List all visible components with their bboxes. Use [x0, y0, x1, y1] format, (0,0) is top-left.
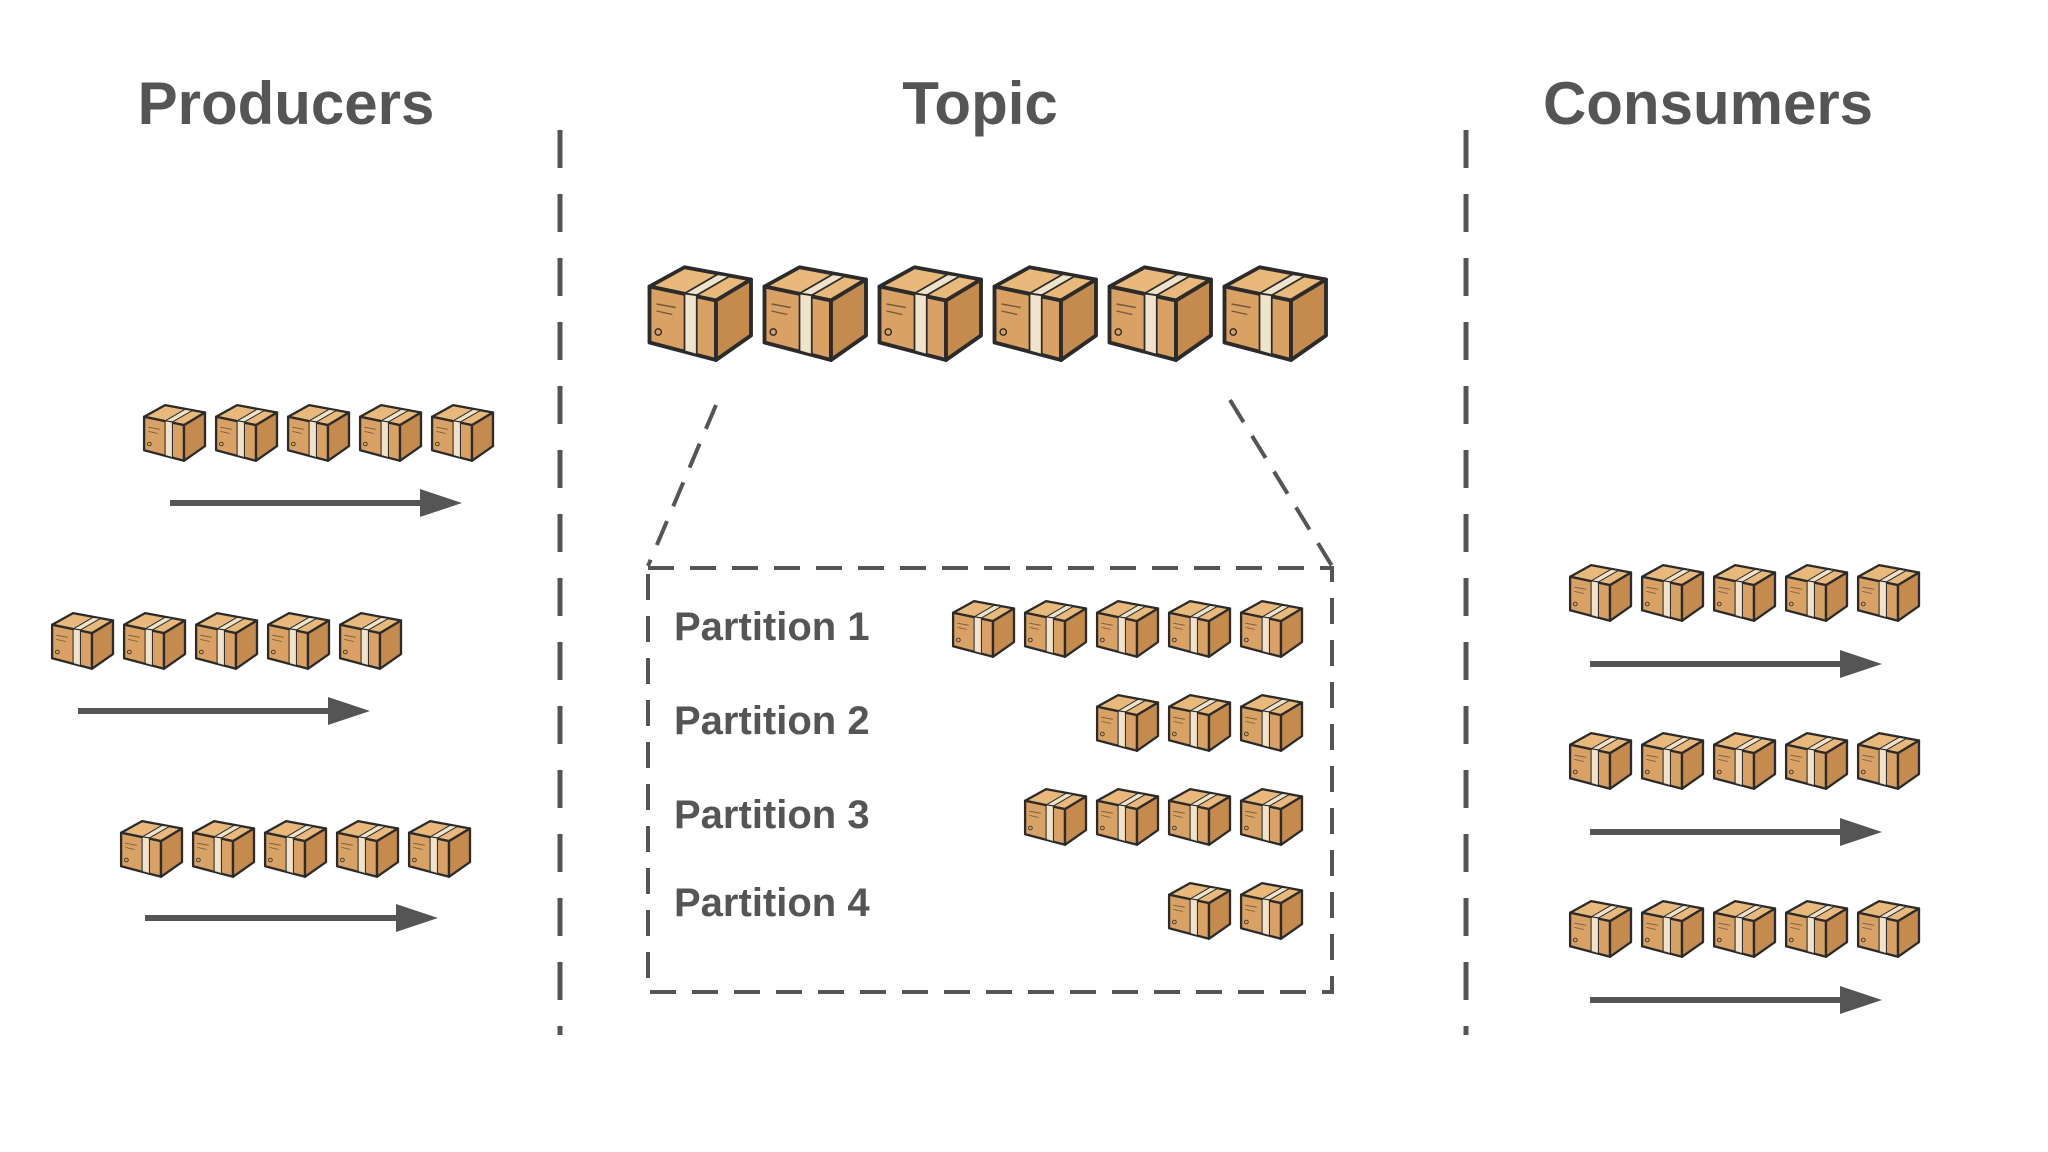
package-box-icon	[1167, 693, 1232, 752]
zoom-line-left	[646, 404, 718, 567]
producer-1-arrow-icon	[170, 489, 462, 517]
package-box-icon	[214, 403, 279, 462]
partition-1-messages	[951, 599, 1304, 658]
package-box-icon	[1712, 731, 1777, 790]
package-box-icon	[1023, 787, 1088, 846]
package-box-icon	[1712, 563, 1777, 622]
producers-header: Producers	[138, 70, 435, 137]
package-box-icon	[1856, 731, 1921, 790]
package-box-icon	[194, 611, 259, 670]
package-box-icon	[286, 403, 351, 462]
partition-3-label: Partition 3	[674, 793, 870, 837]
package-box-icon	[335, 819, 400, 878]
package-box-icon	[1784, 731, 1849, 790]
package-box-icon	[338, 611, 403, 670]
package-box-icon	[1095, 599, 1160, 658]
package-box-icon	[1167, 599, 1232, 658]
package-box-icon	[1239, 787, 1304, 846]
consumer-3-messages	[1568, 899, 1921, 958]
producer-2-arrow-icon	[78, 697, 370, 725]
consumers-header: Consumers	[1543, 70, 1873, 137]
package-box-icon	[1239, 693, 1304, 752]
topic-header: Topic	[902, 70, 1058, 137]
partition-3-messages	[1023, 787, 1304, 846]
package-box-icon	[358, 403, 423, 462]
package-box-icon	[1568, 563, 1633, 622]
package-box-icon	[122, 611, 187, 670]
producer-1-messages	[142, 403, 495, 462]
package-box-icon	[1568, 731, 1633, 790]
package-box-icon	[50, 611, 115, 670]
package-box-icon	[119, 819, 184, 878]
package-box-icon	[1167, 787, 1232, 846]
package-box-icon	[992, 265, 1098, 362]
package-box-icon	[762, 265, 868, 362]
partition-detail-box	[646, 566, 1334, 994]
consumer-1-messages	[1568, 563, 1921, 622]
partition-1-label: Partition 1	[674, 605, 870, 649]
partition-4-messages	[1167, 881, 1304, 940]
topic-messages	[647, 265, 1328, 362]
package-box-icon	[430, 403, 495, 462]
package-box-icon	[1568, 899, 1633, 958]
package-box-icon	[1023, 599, 1088, 658]
package-box-icon	[1856, 563, 1921, 622]
partition-2-label: Partition 2	[674, 699, 870, 743]
consumer-1-arrow-icon	[1590, 650, 1882, 678]
package-box-icon	[951, 599, 1016, 658]
package-box-icon	[191, 819, 256, 878]
package-box-icon	[1167, 881, 1232, 940]
package-box-icon	[1640, 563, 1705, 622]
partition-2-messages	[1095, 693, 1304, 752]
package-box-icon	[1239, 881, 1304, 940]
package-box-icon	[266, 611, 331, 670]
zoom-line-right	[1228, 398, 1334, 568]
partition-4-label: Partition 4	[674, 881, 870, 925]
package-box-icon	[1239, 599, 1304, 658]
package-box-icon	[1784, 899, 1849, 958]
consumer-2-messages	[1568, 731, 1921, 790]
package-box-icon	[1640, 731, 1705, 790]
package-box-icon	[647, 265, 753, 362]
package-box-icon	[407, 819, 472, 878]
package-box-icon	[263, 819, 328, 878]
package-box-icon	[877, 265, 983, 362]
consumer-3-arrow-icon	[1590, 986, 1882, 1014]
package-box-icon	[1095, 693, 1160, 752]
package-box-icon	[1856, 899, 1921, 958]
producer-3-messages	[119, 819, 472, 878]
consumer-2-arrow-icon	[1590, 818, 1882, 846]
package-box-icon	[1640, 899, 1705, 958]
producer-3-arrow-icon	[145, 904, 438, 932]
package-box-icon	[1095, 787, 1160, 846]
package-box-icon	[1222, 265, 1328, 362]
package-box-icon	[1712, 899, 1777, 958]
package-box-icon	[142, 403, 207, 462]
package-box-icon	[1107, 265, 1213, 362]
producer-2-messages	[50, 611, 403, 670]
package-box-icon	[1784, 563, 1849, 622]
